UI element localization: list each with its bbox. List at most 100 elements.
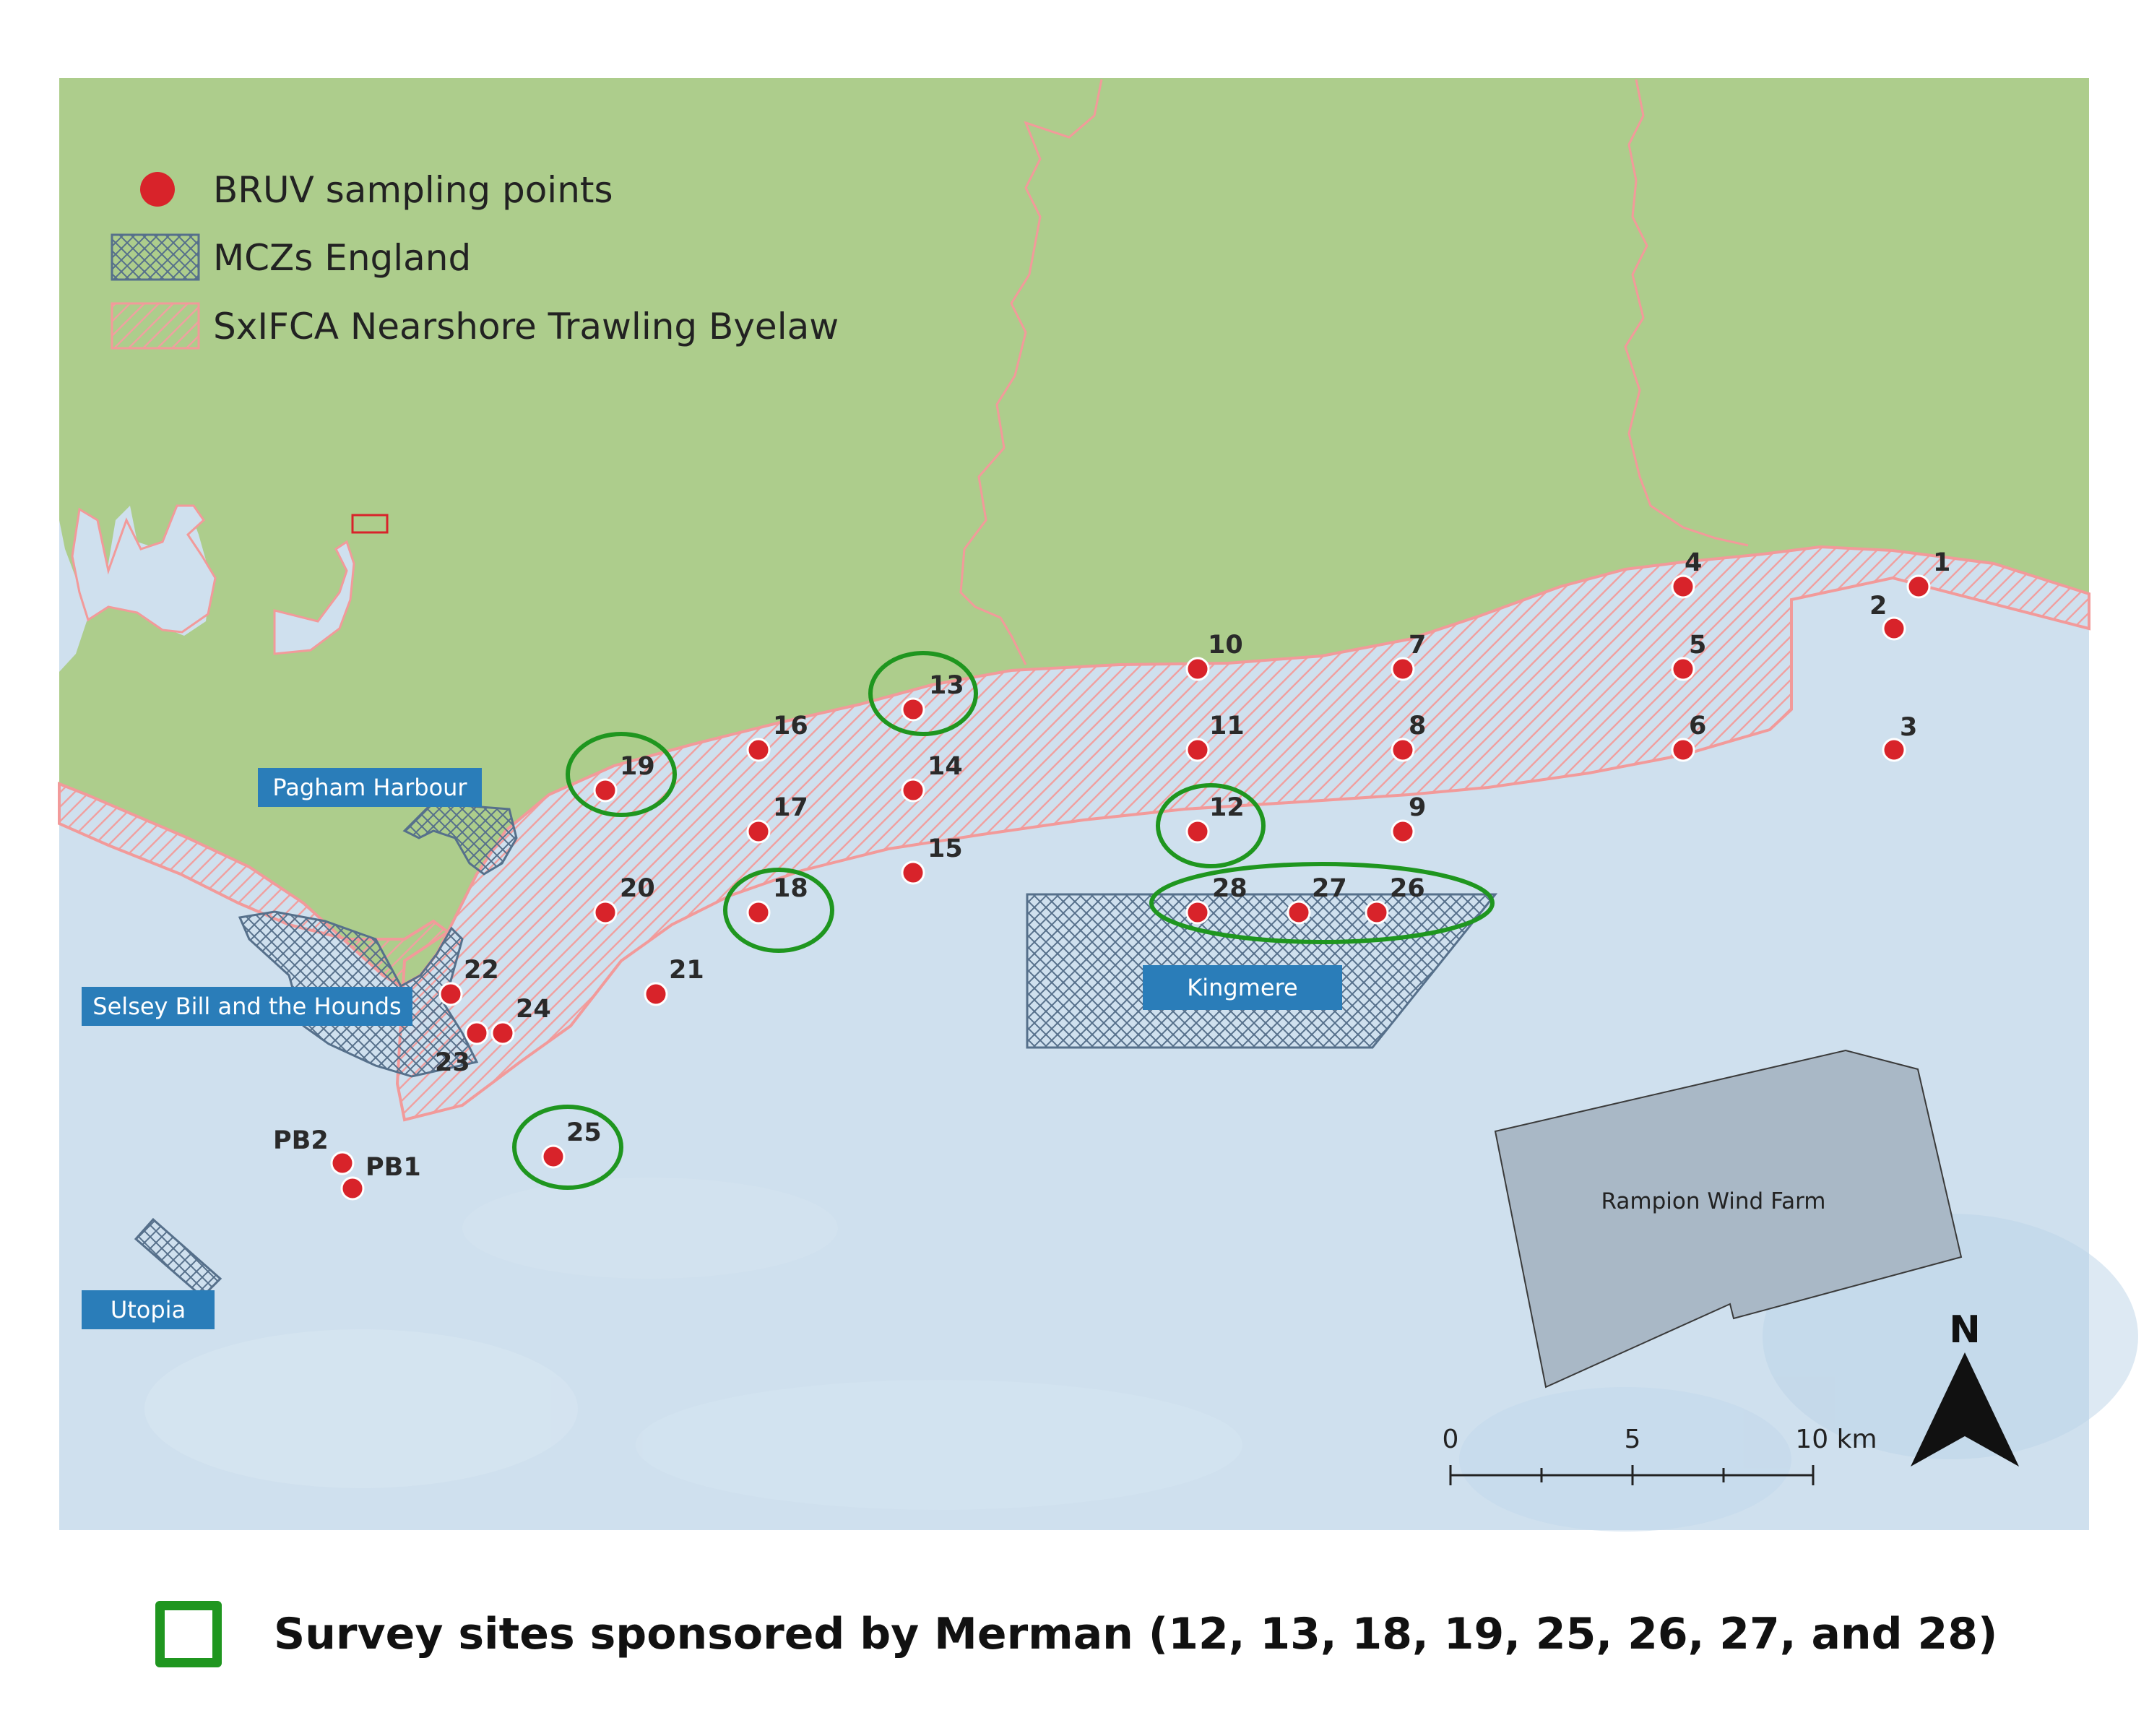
area-label-selsey: Selsey Bill and the Hounds	[82, 987, 412, 1026]
sampling-point-label-12: 12	[1209, 793, 1245, 822]
sampling-point-15	[901, 860, 925, 885]
legend-bruv-label: BRUV sampling points	[213, 169, 613, 211]
sampling-point-label-7: 7	[1409, 631, 1426, 660]
highlight-sites-26-28	[1149, 862, 1495, 944]
area-label-kingmere-text: Kingmere	[1187, 974, 1297, 1001]
sampling-point-9	[1391, 819, 1415, 844]
north-arrow-icon: N	[1911, 1308, 2019, 1467]
sampling-point-label-15: 15	[928, 834, 963, 863]
sampling-point-27	[1287, 900, 1311, 925]
legend-bruv-icon	[140, 172, 175, 207]
sampling-point-label-18: 18	[773, 874, 808, 903]
sampling-point-11	[1185, 738, 1210, 762]
caption-text: Survey sites sponsored by Merman (12, 13…	[274, 1609, 1998, 1659]
sampling-point-label-21: 21	[669, 956, 704, 985]
sampling-point-label-1: 1	[1933, 548, 1950, 577]
sampling-point-25	[541, 1144, 566, 1169]
mcz-utopia	[134, 1217, 222, 1299]
sampling-point-PB1	[340, 1176, 365, 1201]
sampling-point-label-11: 11	[1209, 712, 1245, 740]
sampling-point-23	[464, 1021, 489, 1045]
sampling-point-label-13: 13	[929, 671, 964, 700]
sampling-point-label-PB1: PB1	[366, 1153, 421, 1182]
sampling-point-label-17: 17	[773, 793, 808, 822]
area-label-pagham-text: Pagham Harbour	[272, 774, 467, 801]
sampling-point-label-PB2: PB2	[273, 1126, 329, 1155]
sampling-point-label-9: 9	[1409, 793, 1426, 822]
harbour-branch	[273, 540, 355, 655]
seabed-texture	[144, 1178, 2138, 1532]
area-label-pagham: Pagham Harbour	[258, 768, 482, 807]
sampling-point-label-26: 26	[1390, 874, 1425, 903]
sampling-point-label-3: 3	[1900, 713, 1917, 742]
scale-tick-10: 10 km	[1795, 1425, 1877, 1454]
county-boundary	[959, 79, 1103, 665]
sampling-point-label-5: 5	[1689, 631, 1706, 660]
sampling-point-6	[1671, 738, 1695, 762]
scale-tick-0: 0	[1443, 1425, 1459, 1454]
sampling-point-3	[1882, 738, 1906, 762]
sampling-point-24	[490, 1021, 515, 1045]
sampling-point-10	[1185, 657, 1210, 681]
legend-byelaw-label: SxIFCA Nearshore Trawling Byelaw	[213, 306, 839, 347]
area-label-selsey-text: Selsey Bill and the Hounds	[92, 993, 401, 1020]
area-label-utopia: Utopia	[82, 1290, 215, 1329]
sampling-point-label-14: 14	[928, 752, 963, 781]
byelaw-zone	[58, 545, 2090, 1122]
sampling-point-label-8: 8	[1409, 712, 1426, 740]
area-label-rampion: Rampion Wind Farm	[1601, 1188, 1826, 1214]
area-label-utopia-text: Utopia	[111, 1296, 186, 1323]
sampling-point-2	[1882, 616, 1906, 641]
sampling-point-1	[1906, 574, 1931, 599]
sampling-point-28	[1185, 900, 1210, 925]
land	[59, 78, 2089, 986]
legend-mcz-icon	[111, 233, 200, 281]
sampling-point-label-27: 27	[1312, 874, 1347, 903]
north-label: N	[1949, 1308, 1981, 1352]
sampling-point-label-4: 4	[1685, 548, 1702, 577]
harbour-inlet	[71, 504, 217, 634]
area-label-kingmere: Kingmere	[1143, 965, 1342, 1010]
sampling-point-label-2: 2	[1869, 592, 1887, 621]
sampling-point-26	[1365, 900, 1389, 925]
legend-byelaw-icon	[111, 302, 200, 350]
sampling-point-12	[1185, 819, 1210, 844]
highlight-site-19	[566, 732, 677, 817]
sampling-point-label-19: 19	[620, 752, 655, 781]
highlight-site-18	[723, 868, 834, 953]
scale-bar: 0 5 10 km	[1443, 1425, 1877, 1485]
small-boundary-marker	[351, 514, 389, 534]
sampling-point-label-16: 16	[773, 712, 808, 740]
rampion-wind-farm	[1494, 1049, 1963, 1389]
caption-legend-box-icon	[155, 1601, 222, 1667]
county-boundary	[1624, 79, 1749, 547]
sampling-point-20	[593, 900, 618, 925]
sampling-point-17	[746, 819, 771, 844]
highlight-site-25	[512, 1105, 623, 1190]
sampling-point-label-25: 25	[566, 1118, 602, 1147]
highlight-site-13	[868, 651, 978, 736]
sampling-points: 1234567891011121314151617181920212223242…	[273, 548, 1950, 1201]
sampling-point-label-22: 22	[464, 956, 499, 985]
sampling-point-21	[644, 982, 668, 1006]
sampling-point-22	[438, 982, 463, 1006]
highlight-site-12	[1156, 783, 1266, 868]
sampling-point-7	[1391, 657, 1415, 681]
sampling-point-label-20: 20	[620, 874, 655, 903]
sampling-point-4	[1671, 574, 1695, 599]
highlight-ellipses	[512, 651, 1495, 1190]
sampling-point-13	[901, 697, 925, 722]
sampling-point-16	[746, 738, 771, 762]
sampling-point-label-6: 6	[1689, 712, 1706, 740]
caption: Survey sites sponsored by Merman (12, 13…	[155, 1598, 1997, 1670]
sampling-point-label-28: 28	[1212, 874, 1248, 903]
sampling-point-label-23: 23	[435, 1048, 470, 1077]
sampling-point-PB2	[330, 1151, 355, 1175]
sampling-point-14	[901, 778, 925, 803]
legend: BRUV sampling points MCZs England SxIFCA…	[111, 169, 839, 350]
sampling-point-8	[1391, 738, 1415, 762]
sampling-point-5	[1671, 657, 1695, 681]
sampling-point-label-10: 10	[1208, 631, 1243, 660]
legend-mcz-label: MCZs England	[213, 237, 471, 279]
